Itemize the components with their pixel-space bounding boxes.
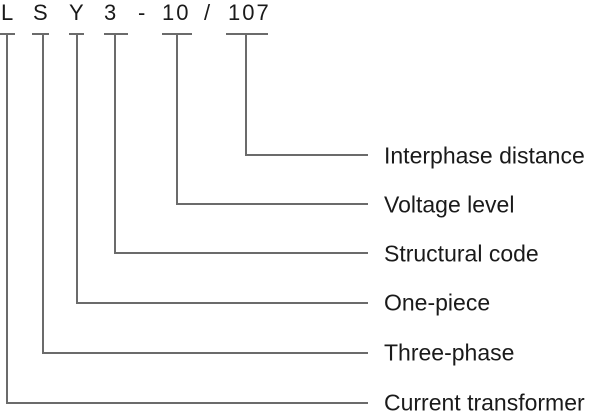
tbar-under-107: [226, 33, 268, 35]
legend-label-voltage-level: Voltage level: [384, 191, 515, 218]
code-char-y: Y: [69, 0, 86, 25]
legend-label-structural-code: Structural code: [384, 240, 539, 267]
code-char-10: 10: [162, 0, 191, 25]
code-char-107: 107: [228, 0, 271, 25]
tbar-under-s: [32, 33, 49, 35]
connector-line-structural-code: [114, 34, 368, 254]
connector-line-voltage-level: [176, 34, 368, 205]
tbar-under-3: [104, 33, 128, 35]
code-char-s: S: [33, 0, 50, 25]
connector-line-interphase-distance: [245, 34, 368, 156]
legend-label-one-piece: One-piece: [384, 289, 491, 316]
connector-line-three-phase: [42, 34, 368, 354]
code-char-3: 3: [104, 0, 119, 25]
connector-line-current-transformer: [6, 34, 368, 404]
connector-line-one-piece: [76, 34, 368, 304]
legend-label-current-transformer: Current transformer: [384, 389, 585, 415]
code-separator-slash: /: [204, 0, 213, 25]
code-separator-dash: -: [138, 0, 148, 25]
legend-label-interphase-distance: Interphase distance: [384, 142, 585, 169]
code-char-l: L: [1, 0, 16, 25]
legend-label-three-phase: Three-phase: [384, 339, 515, 366]
